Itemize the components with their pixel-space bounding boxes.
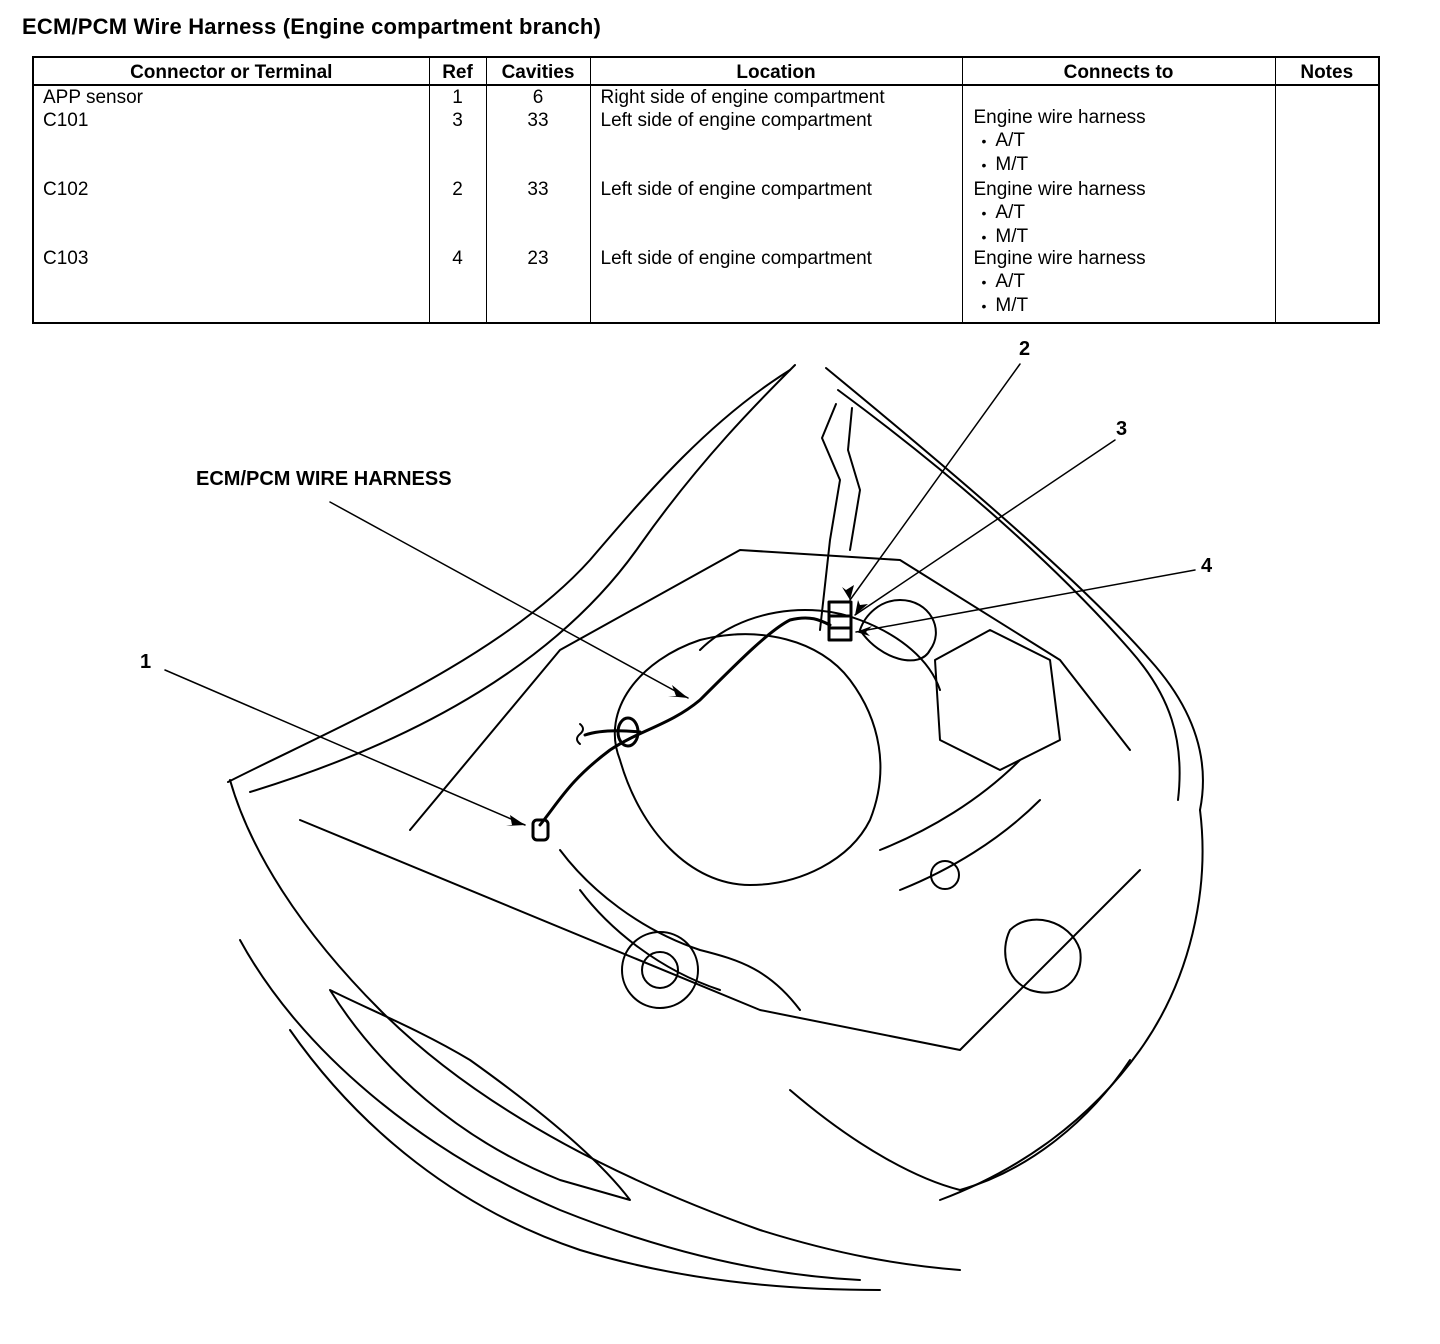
connects-to-value: Engine wire harness A/T M/T	[963, 106, 1275, 175]
ref-value: 4	[452, 248, 463, 269]
ref-value: 1	[452, 87, 463, 108]
connector-c103	[827, 626, 853, 642]
hood-inner-edge	[227, 369, 791, 783]
grommet	[616, 716, 640, 748]
ref-column: 1 3 2 4	[429, 85, 487, 323]
connector-name: C103	[43, 248, 89, 269]
wire-squiggle	[576, 723, 584, 745]
connects-to-value: Engine wire harness A/T M/T	[963, 247, 1275, 316]
cowl-line	[409, 549, 1131, 831]
connector-name: C102	[43, 179, 89, 200]
right-fender	[939, 809, 1204, 1201]
connects-to-harness: Engine wire harness	[973, 179, 1146, 200]
location-value: Left side of engine compartment	[600, 179, 872, 200]
battery	[934, 629, 1061, 771]
location-value: Right side of engine compartment	[600, 87, 885, 108]
cavities-value: 33	[527, 110, 549, 131]
pulley	[621, 931, 699, 1009]
app-sensor-connector	[531, 818, 550, 842]
hood-strut	[819, 403, 841, 631]
header-location: Location	[590, 57, 963, 86]
connector-column: APP sensor C101 C102 C103	[33, 85, 430, 323]
leader-3	[854, 439, 1116, 616]
transmission-bullet: A/T	[974, 270, 1275, 294]
cavities-value: 33	[527, 179, 549, 200]
arrow-3	[855, 600, 868, 615]
fog-light	[1004, 918, 1082, 994]
notes-column	[1275, 85, 1379, 323]
leader-harness	[329, 501, 689, 699]
transmission-bullet: M/T	[974, 294, 1275, 318]
fill-cap	[930, 860, 960, 890]
header-cavities: Cavities	[486, 57, 591, 86]
arrow-4	[856, 626, 872, 636]
connector-name: C101	[43, 110, 89, 131]
header-connector: Connector or Terminal	[33, 57, 430, 86]
transmission-bullet: A/T	[974, 201, 1275, 225]
arrow-1	[506, 815, 525, 826]
header-connects-to: Connects to	[962, 57, 1276, 86]
callout-2: 2	[1019, 338, 1031, 360]
car-front-illustration	[164, 363, 1204, 1291]
connects-to-value: Engine wire harness A/T M/T	[963, 178, 1275, 247]
cavities-value: 23	[527, 248, 549, 269]
location-value: Left side of engine compartment	[600, 110, 872, 131]
arrow-harness	[668, 685, 688, 698]
arrow-2	[842, 585, 854, 600]
header-notes: Notes	[1275, 57, 1379, 86]
connector-name: APP sensor	[43, 87, 143, 108]
transmission-bullet: M/T	[974, 225, 1275, 249]
grille-edge	[789, 1059, 1131, 1191]
wire-harness	[538, 616, 832, 827]
table-body: APP sensor C101 C102 C103 1 3 2 4 6 33	[33, 85, 1379, 323]
engine-compartment-diagram: ECM/PCM WIRE HARNESS 1 2 3 4	[0, 330, 1440, 1330]
transmission-bullet: A/T	[974, 129, 1275, 153]
engine-detail-3	[879, 759, 1021, 851]
connector-c101	[827, 614, 853, 630]
page-title: ECM/PCM Wire Harness (Engine compartment…	[22, 14, 602, 39]
hood-right-edge	[825, 367, 1204, 811]
air-intake	[859, 599, 937, 662]
ref-value: 2	[452, 179, 463, 200]
leader-4	[855, 569, 1196, 633]
hood-strut-2	[847, 407, 861, 551]
leader-2	[849, 363, 1021, 601]
left-fender	[229, 779, 961, 1271]
front-bumper	[239, 939, 861, 1281]
wire-harness-branch	[583, 729, 642, 737]
connects-to-harness: Engine wire harness	[973, 107, 1146, 128]
pulley-inner	[641, 951, 679, 989]
ref-value: 3	[452, 110, 463, 131]
callout-3: 3	[1116, 418, 1128, 440]
header-ref: Ref	[429, 57, 487, 86]
harness-label: ECM/PCM WIRE HARNESS	[196, 468, 452, 490]
bumper-lower	[289, 1029, 881, 1291]
intake-manifold	[699, 609, 941, 691]
location-value: Left side of engine compartment	[600, 248, 872, 269]
connects-to-harness: Engine wire harness	[973, 248, 1146, 269]
cavities-column: 6 33 33 23	[486, 85, 591, 323]
callout-4: 4	[1201, 555, 1213, 577]
headlight	[329, 989, 631, 1201]
location-column: Right side of engine compartment Left si…	[590, 85, 963, 323]
hood-outline	[249, 364, 796, 793]
radiator-support	[299, 819, 1141, 1051]
callout-1: 1	[140, 651, 152, 673]
engine-detail-2	[579, 889, 721, 991]
harness-table: Connector or Terminal Ref Cavities Locat…	[32, 56, 1380, 324]
engine-detail-1	[559, 849, 801, 1011]
cavities-value: 6	[532, 87, 544, 108]
connects-to-column: Engine wire harness A/T M/T Engine wire …	[962, 85, 1276, 323]
engine-cover	[613, 633, 882, 886]
engine-detail-4	[899, 799, 1041, 891]
table-header-row: Connector or Terminal Ref Cavities Locat…	[33, 57, 1379, 86]
transmission-bullet: M/T	[974, 153, 1275, 177]
leader-1	[164, 669, 526, 826]
hood-right-inner	[837, 389, 1181, 801]
